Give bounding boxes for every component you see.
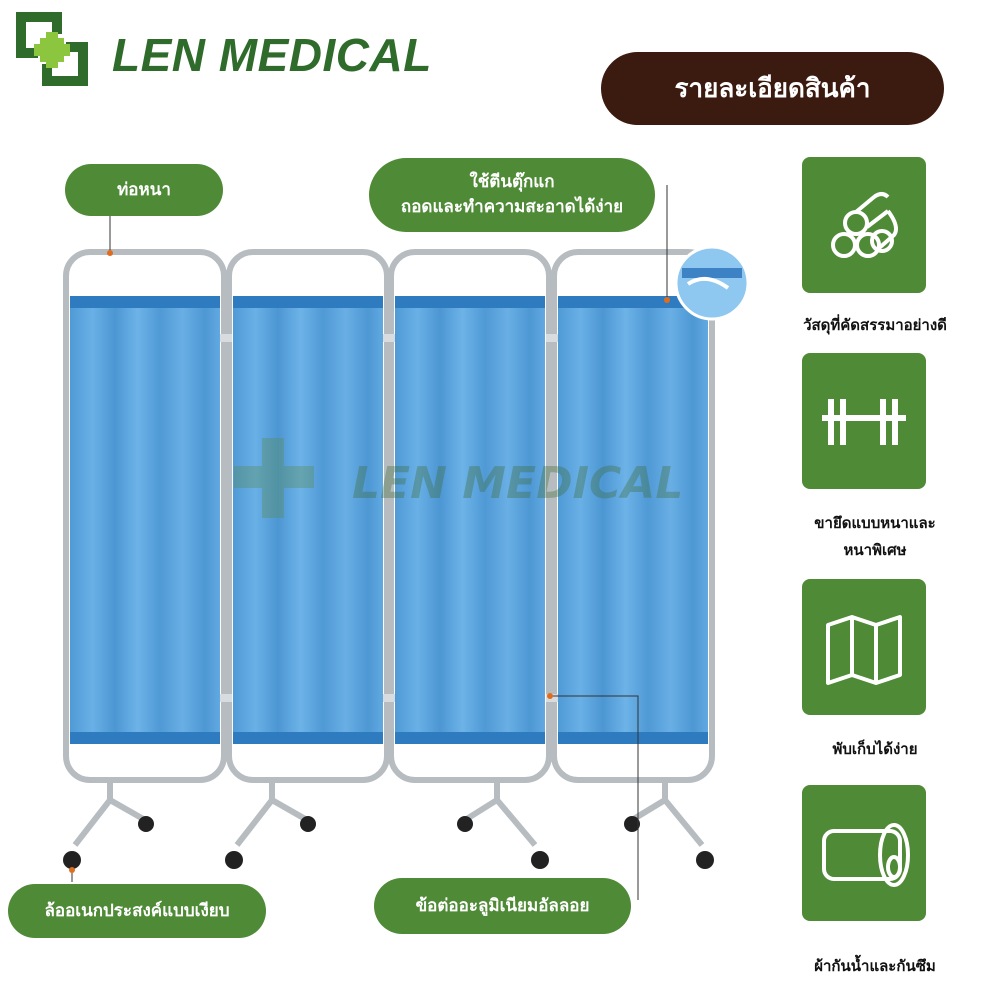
watermark: LEN MEDICAL [234,438,683,518]
feature-folding-label: พับเก็บได้ง่าย [832,740,918,758]
screen-panel-1 [63,249,227,783]
callout-thick-pipe-text: ท่อหนา [117,179,171,200]
wheels [63,816,714,869]
section-title-pill: รายละเอียดสินค้า [601,52,944,125]
watermark-text: LEN MEDICAL [352,458,683,509]
feature-legs-label: ขายึดแบบหนาและ หนาพิเศษ [760,510,990,564]
screen-panel-3 [388,249,552,783]
section-title: รายละเอียดสินค้า [674,74,871,104]
callout-wheels-text: ล้ออเนกประสงค์แบบเงียบ [44,900,230,921]
brand-logo-icon [16,12,88,86]
feature-fabric [802,785,926,921]
callout-joint-text: ข้อต่ออะลูมิเนียมอัลลอย [415,895,590,916]
callout-velcro-line1: ใช้ตีนตุ๊กแก [469,172,555,193]
screen-panel-4 [551,249,715,783]
callout-wheels: ล้ออเนกประสงค์แบบเงียบ [8,884,266,938]
feature-legs-label-line2: หนาพิเศษ [843,541,907,559]
feature-materials-label: วัสดุที่คัดสรรมาอย่างดี [803,316,947,334]
wheel-legs [72,780,705,847]
callout-dots [69,250,670,873]
callout-velcro-line2: ถอดและทำความสะอาดได้ง่าย [400,197,624,217]
feature-legs-label-line1: ขายึดแบบหนาและ [814,514,936,532]
fabric-roll-icon [822,823,910,887]
velcro-detail-circle [674,245,750,321]
feature-legs [802,353,926,489]
callout-velcro: ใช้ตีนตุ๊กแก ถอดและทำความสะอาดได้ง่าย [369,158,655,232]
feature-fabric-label: ผ้ากันน้ำและกันซึม [814,957,936,975]
brand-name: LEN MEDICAL [112,29,432,81]
pipes-icon [831,192,898,258]
callout-joint: ข้อต่ออะลูมิเนียมอัลลอย [374,878,631,934]
folding-screen-icon [826,615,902,685]
feature-materials [802,157,926,293]
callout-thick-pipe: ท่อหนา [65,164,223,216]
fence-legs-icon [822,399,906,445]
screen-panel-2 [226,249,390,783]
feature-folding [802,579,926,715]
product-illustration: LEN MEDICAL [63,185,750,900]
